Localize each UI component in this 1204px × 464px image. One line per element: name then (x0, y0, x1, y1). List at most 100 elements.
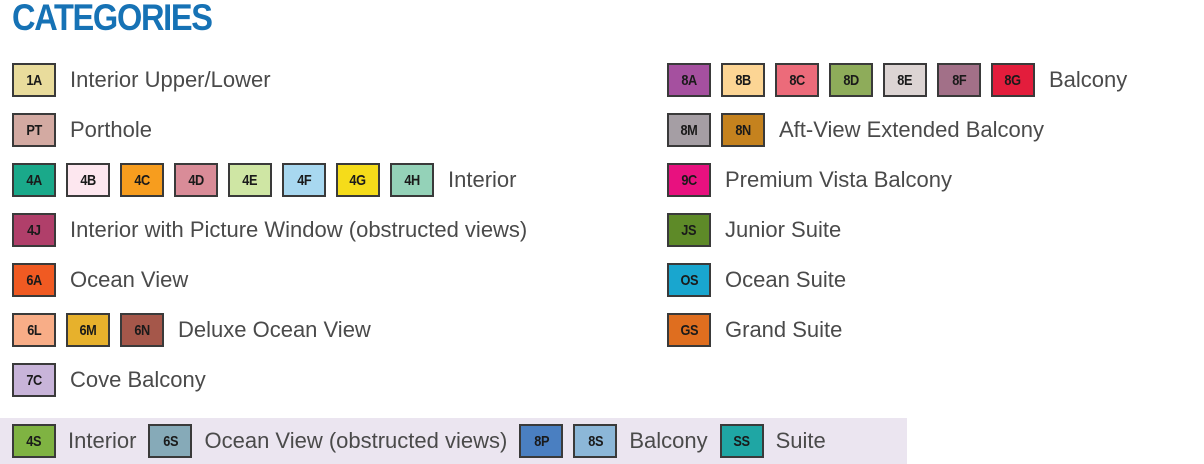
category-label: Premium Vista Balcony (725, 167, 953, 192)
category-row: 7C Cove Balcony (12, 361, 206, 399)
category-row: JS Junior Suite (667, 211, 841, 249)
category-row: 9C Premium Vista Balcony (667, 161, 952, 199)
category-row: 4J Interior with Picture Window (obstruct… (12, 211, 527, 249)
category-row: 4A 4B 4C 4D 4E 4F 4G 4H Interior (12, 161, 516, 199)
category-code: 4A (26, 171, 42, 189)
category-chip-6n: 6N (120, 313, 164, 347)
category-code: 8E (897, 71, 913, 89)
category-code: 4F (296, 171, 312, 189)
category-code: PT (26, 121, 42, 139)
category-row: 6L 6M 6N Deluxe Ocean View (12, 311, 371, 349)
category-code: 8P (533, 432, 549, 450)
category-label: Grand Suite (725, 317, 843, 342)
category-row: 8M 8N Aft-View Extended Balcony (667, 111, 1044, 149)
category-chip-6m: 6M (66, 313, 110, 347)
category-chip-8c: 8C (775, 63, 819, 97)
category-code: 6S (163, 432, 178, 450)
category-code: SS (733, 432, 751, 450)
category-code: 1A (26, 71, 42, 89)
category-chip-gs: GS (667, 313, 711, 347)
category-chip-4f: 4F (282, 163, 326, 197)
category-code: 8C (789, 71, 805, 89)
category-code: 4D (188, 171, 204, 189)
category-code: 4G (349, 171, 367, 189)
category-label: Interior (448, 167, 517, 192)
category-chip-8f: 8F (937, 63, 981, 97)
category-chip-4h: 4H (390, 163, 434, 197)
category-label: Balcony (1049, 67, 1128, 92)
category-label: Junior Suite (725, 217, 842, 242)
category-chip-1a: 1A (12, 63, 56, 97)
category-code: 8M (680, 121, 698, 139)
category-code: 6M (79, 321, 97, 339)
category-chip-js: JS (667, 213, 711, 247)
category-code: 8D (843, 71, 859, 89)
category-label: Deluxe Ocean View (178, 317, 371, 342)
category-code: OS (680, 271, 698, 289)
category-row: 8A 8B 8C 8D 8E 8F 8G Balcony (667, 61, 1127, 99)
category-code: GS (680, 321, 698, 339)
category-row: OS Ocean Suite (667, 261, 846, 299)
category-label: Ocean Suite (725, 267, 847, 292)
category-label: Ocean View (obstructed views) (204, 428, 508, 453)
category-chip-4s: 4S (12, 424, 56, 458)
category-chip-4g: 4G (336, 163, 380, 197)
category-code: 6A (26, 271, 42, 289)
category-code: 4B (80, 171, 96, 189)
category-code: 6N (134, 321, 150, 339)
category-label: Aft-View Extended Balcony (779, 117, 1044, 142)
category-code: 8S (587, 432, 603, 450)
category-chip-8p: 8P (519, 424, 564, 458)
category-chip-4j: 4J (12, 213, 56, 247)
category-chip-8b: 8B (721, 63, 765, 97)
category-row: GS Grand Suite (667, 311, 842, 349)
category-code: JS (681, 221, 697, 239)
category-code: 4S (26, 432, 42, 450)
bottom-category-row: 4S Interior 6S Ocean View (obstructed views… (12, 422, 828, 460)
category-label: Porthole (70, 117, 152, 142)
category-label: Interior with Picture Window (obstructed… (70, 217, 528, 242)
category-code: 8A (681, 71, 697, 89)
category-code: 4E (242, 171, 258, 189)
category-label: Suite (775, 428, 826, 453)
category-code: 8G (1004, 71, 1022, 89)
category-chip-7c: 7C (12, 363, 56, 397)
category-chip-8d: 8D (829, 63, 873, 97)
category-chip-6a: 6A (12, 263, 56, 297)
category-code: 8B (735, 71, 751, 89)
category-chip-8a: 8A (667, 63, 711, 97)
category-code: 9C (681, 171, 697, 189)
category-code: 8N (735, 121, 751, 139)
category-chip-4a: 4A (12, 163, 56, 197)
category-row: 6A Ocean View (12, 261, 188, 299)
category-row: 1A Interior Upper/Lower (12, 61, 271, 99)
category-chip-4e: 4E (228, 163, 272, 197)
category-row: PT Porthole (12, 111, 152, 149)
category-code: 6L (26, 321, 42, 339)
category-chip-8g: 8G (991, 63, 1035, 97)
category-chip-8n: 8N (721, 113, 765, 147)
category-chip-8s: 8S (573, 424, 618, 458)
category-chip-8m: 8M (667, 113, 711, 147)
category-chip-9c: 9C (667, 163, 711, 197)
category-chip-4d: 4D (174, 163, 218, 197)
category-code: 8F (951, 71, 967, 89)
category-chip-4c: 4C (120, 163, 164, 197)
category-chip-8e: 8E (883, 63, 927, 97)
page-title: CATEGORIES (12, 0, 213, 38)
category-chip-6s: 6S (148, 424, 193, 458)
category-chip-ss: SS (719, 424, 764, 458)
category-label: Interior (68, 428, 137, 453)
category-label: Balcony (629, 428, 708, 453)
category-code: 4H (404, 171, 420, 189)
category-chip-pt: PT (12, 113, 56, 147)
category-code: 4J (27, 221, 41, 239)
category-chip-os: OS (667, 263, 711, 297)
category-chip-6l: 6L (12, 313, 56, 347)
category-chip-4b: 4B (66, 163, 110, 197)
category-code: 4C (134, 171, 150, 189)
category-label: Interior Upper/Lower (70, 67, 271, 92)
category-label: Cove Balcony (70, 367, 206, 392)
category-label: Ocean View (70, 267, 189, 292)
category-code: 7C (26, 371, 42, 389)
